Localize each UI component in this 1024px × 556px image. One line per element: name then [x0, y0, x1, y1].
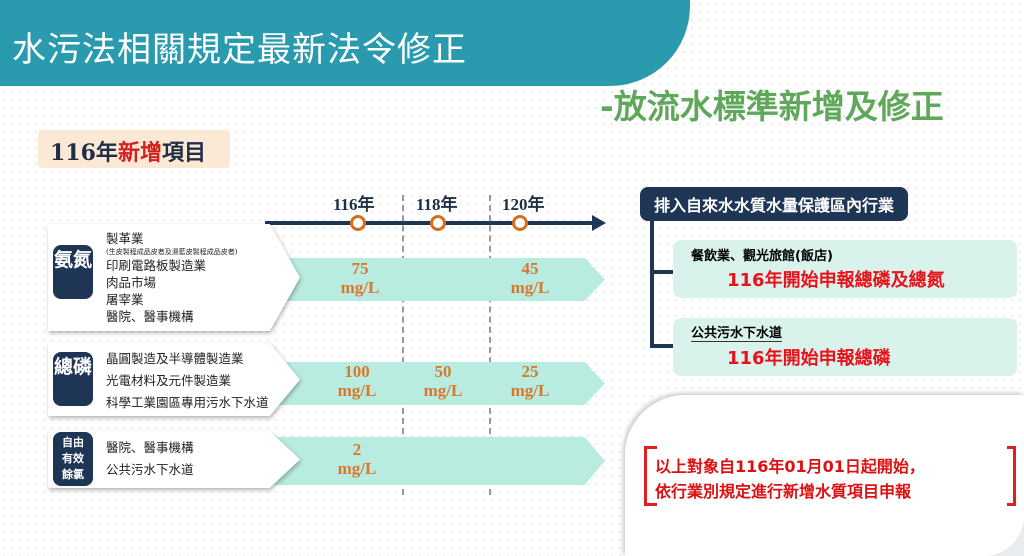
year-label: 118年 [416, 195, 458, 214]
industry-item: 醫院、醫事機構 [106, 440, 194, 455]
new-tag-year: 116年 [50, 140, 118, 166]
notice-bracket: 以上對象自116年01月01日起開始， 依行業別規定進行新增水質項目申報 [644, 446, 1016, 506]
divider [489, 195, 491, 495]
year-label: 116年 [333, 195, 375, 214]
restaurant-box: 餐飲業、觀光旅館(飯店) 116年開始申報總磷及總氮 [673, 240, 1017, 298]
industry-item: 晶圓製造及半導體製造業 [106, 351, 244, 366]
timeline-arrow-icon [592, 215, 606, 231]
phosphorus-industry-list: 晶圓製造及半導體製造業 光電材料及元件製造業 科學工業園區專用污水下水道 [106, 348, 269, 414]
industry-item: 肉品市場 [106, 275, 157, 290]
chlorine-industry-list: 醫院、醫事機構 公共污水下水道 [106, 437, 194, 481]
new-items-tag: 116年新增項目 [38, 130, 230, 168]
page-title: 水污法相關規定最新法令修正 [12, 30, 467, 70]
value-band [265, 437, 605, 485]
ammonia-badge: 氨氮 [53, 245, 93, 299]
industry-item: 公共污水下水道 [106, 462, 194, 477]
tree-line [650, 215, 654, 347]
divider [402, 195, 404, 495]
industry-item: 醫院、醫事機構 [106, 309, 194, 324]
tree-branch [650, 344, 674, 348]
ammonia-industry-list: 製革業 (生皮製程成品皮者及濕藍皮製程成品皮者) 印刷電路板製造業 肉品市場 屠… [106, 228, 237, 325]
phosphorus-badge: 總磷 [53, 352, 93, 406]
sewer-box: 公共污水下水道 116年開始申報總磷 [673, 318, 1017, 376]
industry-note: (生皮製程成品皮者及濕藍皮製程成品皮者) [106, 248, 238, 256]
industry-item: 印刷電路板製造業 [106, 258, 207, 273]
new-tag-rest: 項目 [161, 140, 206, 166]
industry-item: 屠宰業 [106, 292, 144, 307]
protected-area-header: 排入自來水水質水量保護區內行業 [640, 187, 909, 221]
title-banner [0, 0, 690, 86]
industry-item: 製革業 [106, 231, 144, 246]
tree-branch [650, 270, 674, 274]
new-tag-highlight: 新增 [117, 140, 162, 166]
timeline-marker [350, 215, 366, 231]
timeline-marker [512, 215, 528, 231]
page-subtitle: -放流水標準新增及修正 [600, 87, 944, 126]
chlorine-badge: 自由有效餘氯 [53, 432, 93, 486]
value-band [265, 362, 605, 405]
industry-item: 光電材料及元件製造業 [106, 373, 232, 388]
year-label: 120年 [502, 195, 545, 214]
value-band [265, 258, 605, 301]
industry-item: 科學工業園區專用污水下水道 [106, 395, 269, 410]
timeline-marker [430, 215, 446, 231]
